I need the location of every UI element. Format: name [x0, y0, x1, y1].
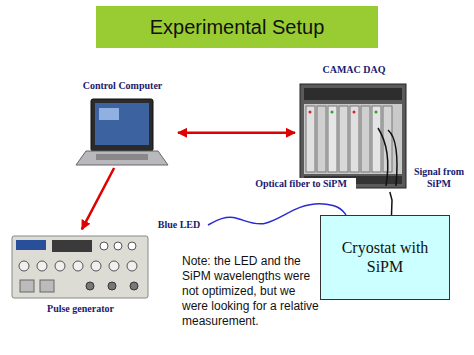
camac-crate-picture-part: [309, 111, 312, 114]
arrow-connector: [178, 132, 295, 135]
pulse-generator-picture-part: [16, 240, 46, 250]
generator-node: Pulse generator: [8, 232, 153, 314]
pulse-generator-picture-part: [20, 280, 34, 292]
camac-crate-picture-part: [331, 111, 334, 114]
pulse-generator-picture-part: [12, 236, 148, 298]
camac-crate-picture-part: [328, 106, 337, 172]
node-label: Cryostat with SiPM: [335, 239, 435, 276]
camac-crate-picture-part: [306, 106, 315, 172]
edge-label: Signal from SiPM: [410, 166, 468, 190]
pulse-generator-picture-part: [73, 261, 83, 271]
laptop-picture-part: [96, 154, 148, 160]
laptop-picture-part: [99, 108, 119, 120]
pulse-generator-picture-part: [108, 282, 116, 290]
camac-crate-picture-part: [339, 106, 348, 172]
cable-line: [390, 192, 392, 215]
camac-crate-picture-part: [372, 106, 381, 172]
cryostat-box: Cryostat with SiPM: [320, 215, 450, 300]
title-band: [96, 6, 378, 48]
node-label: CAMAC DAQ: [322, 64, 385, 76]
pulse-generator-picture-part: [37, 261, 47, 271]
camac-crate-picture: [300, 84, 406, 188]
computer-node: Control Computer: [70, 80, 175, 168]
pulse-generator-picture-part: [55, 261, 65, 271]
camac-crate-picture-part: [304, 88, 402, 100]
pulse-generator-picture-part: [109, 261, 119, 271]
laptop-picture-part: [91, 99, 153, 151]
laptop-picture: [76, 99, 168, 165]
slide-title: Experimental Setup: [96, 6, 378, 48]
pulse-generator-picture-part: [91, 261, 101, 271]
camac-crate-picture-part: [361, 106, 370, 172]
note-text: Note: the LED and the SiPM wavelengths w…: [182, 254, 324, 329]
pulse-generator-picture-part: [52, 240, 92, 252]
node-label: Control Computer: [83, 80, 163, 92]
laptop-picture-part: [95, 103, 149, 145]
arrow-connector: [82, 168, 114, 229]
pulse-generator-picture-part: [114, 242, 122, 250]
led-node: Blue LED: [150, 217, 208, 233]
camac-crate-picture-part: [353, 111, 356, 114]
camac-crate-picture-part: [300, 84, 406, 188]
pulse-generator-picture-part: [128, 242, 136, 250]
edge-label: Optical fiber to SiPM: [246, 178, 356, 190]
pulse-generator-picture-part: [19, 261, 29, 271]
pulse-generator-picture: [12, 236, 148, 298]
pulse-generator-picture-part: [86, 282, 94, 290]
node-label: Pulse generator: [47, 303, 114, 315]
node-label: Blue LED: [158, 219, 201, 231]
pulse-generator-picture-part: [100, 242, 108, 250]
camac-crate-picture-part: [388, 130, 397, 186]
camac-crate-picture-part: [350, 106, 359, 172]
pulse-generator-picture-part: [127, 261, 137, 271]
camac-crate-picture-part: [375, 111, 378, 114]
daq-node: CAMAC DAQ: [298, 64, 410, 192]
pulse-generator-picture-part: [40, 280, 54, 292]
camac-crate-picture-part: [378, 128, 388, 186]
laptop-picture-part: [76, 151, 168, 165]
camac-crate-picture-part: [317, 106, 326, 172]
pulse-generator-picture-part: [130, 282, 138, 290]
